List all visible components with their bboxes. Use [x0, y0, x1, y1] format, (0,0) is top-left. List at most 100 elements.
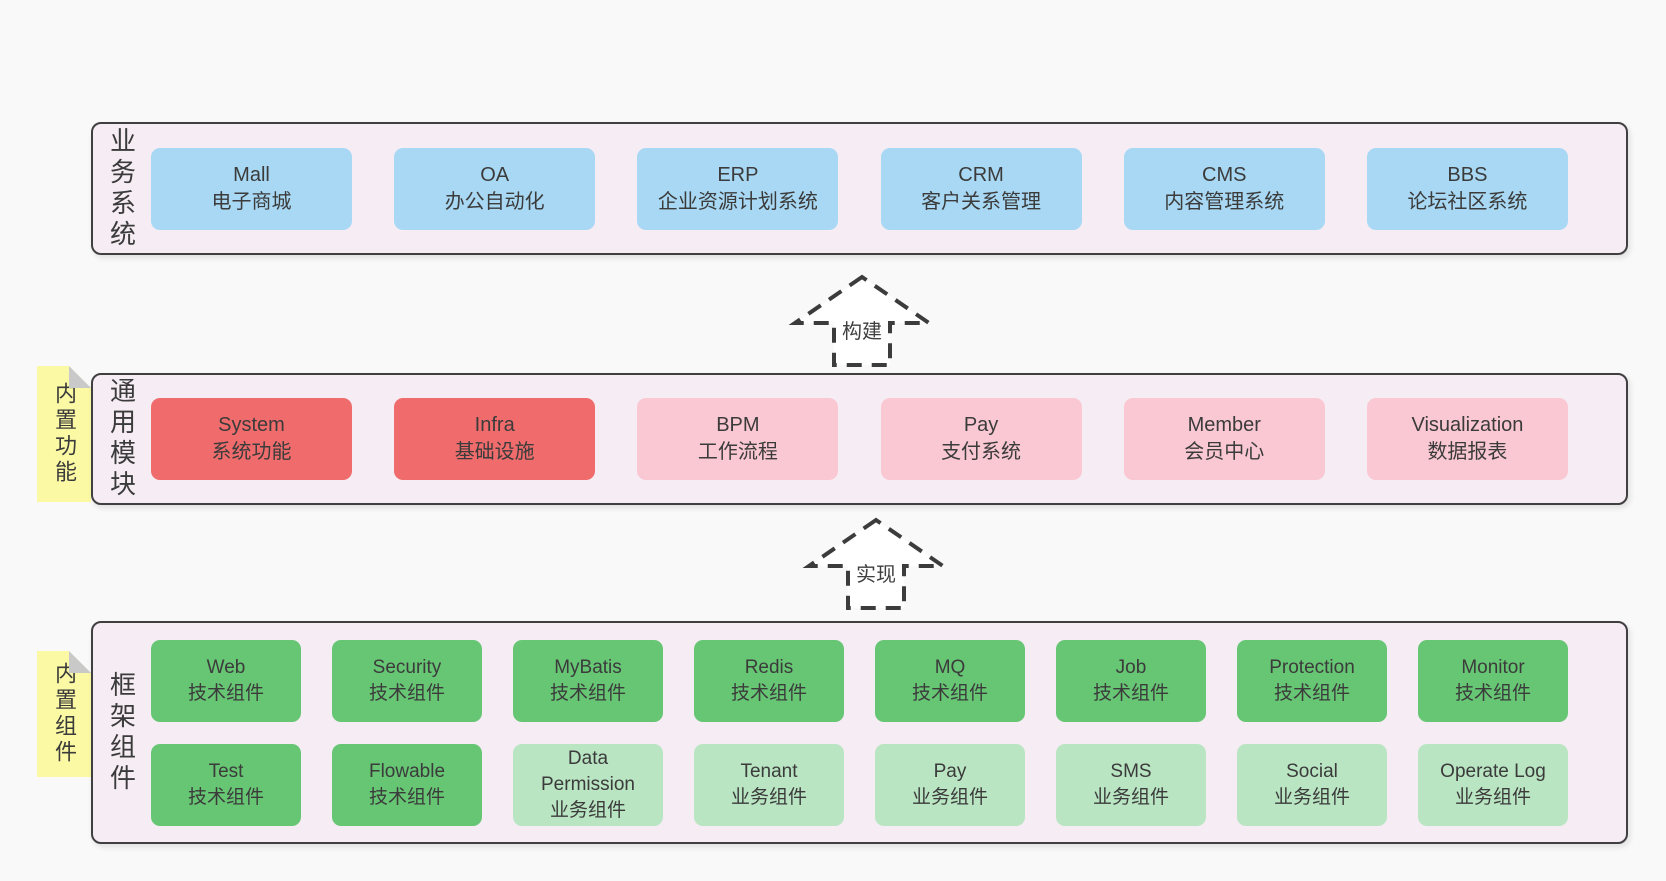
box-title: Data Permission: [541, 747, 635, 795]
box-title: Infra: [474, 414, 515, 436]
diagram-box-mq: MQ 技术组件: [875, 639, 1025, 722]
box-subtitle: 系统功能: [211, 441, 292, 463]
box-subtitle: 支付系统: [941, 441, 1022, 463]
box-subtitle: 业务组件: [730, 786, 807, 808]
box-title: Pay: [963, 414, 999, 436]
arrow-build: 构建: [787, 273, 937, 369]
section-label: 通用模块: [106, 377, 137, 501]
box-subtitle: 技术组件: [1092, 682, 1169, 704]
box-title: SMS: [1110, 760, 1152, 782]
box-title: Redis: [744, 656, 794, 678]
diagram-box-infra: Infra 基础设施: [394, 398, 596, 480]
box-subtitle: 技术组件: [911, 682, 988, 704]
box-subtitle: 业务组件: [549, 799, 626, 821]
diagram-box-operate-log: Operate Log 业务组件: [1418, 743, 1568, 826]
box-subtitle: 业务组件: [1092, 786, 1169, 808]
box-title: Visualization: [1411, 414, 1524, 436]
section-common-modules: 通用模块 System 系统功能 Infra 基础设施 BPM 工作流程 Pay 支付系统 Me…: [91, 373, 1628, 505]
box-subtitle: 办公自动化: [444, 190, 545, 213]
diagram-box-test: Test 技术组件: [151, 743, 301, 826]
section-label-wrap: 业务系统: [93, 124, 151, 253]
box-title: Social: [1286, 760, 1338, 782]
box-subtitle: 电子商城: [211, 190, 292, 213]
box-title: BPM: [716, 414, 760, 436]
folded-corner-icon: [69, 651, 91, 673]
box-subtitle: 客户关系管理: [921, 190, 1042, 213]
box-title: Test: [208, 760, 244, 782]
diagram-box-web: Web 技术组件: [151, 639, 301, 722]
diagram-box-visualization: Visualization 数据报表: [1366, 398, 1568, 480]
diagram-box-sms: SMS 业务组件: [1056, 743, 1206, 826]
box-title: MQ: [934, 656, 966, 678]
arrow-label: 构建: [840, 315, 884, 344]
arrow-label: 实现: [854, 558, 898, 587]
box-title: BBS: [1447, 163, 1488, 186]
diagram-box-mall: Mall 电子商城: [151, 147, 352, 230]
diagram-box-data-permission: Data Permission 业务组件: [513, 743, 663, 826]
diagram-box-bpm: BPM 工作流程: [637, 398, 839, 480]
box-title: Monitor: [1461, 656, 1525, 678]
box-title: Web: [206, 656, 246, 678]
box-title: CMS: [1202, 163, 1247, 186]
box-title: Flowable: [368, 760, 446, 782]
diagram-box-cms: CMS 内容管理系统: [1123, 147, 1325, 230]
box-subtitle: 技术组件: [187, 786, 264, 808]
sticky-tag-builtin-components: 内置组件: [37, 651, 91, 777]
box-subtitle: 企业资源计划系统: [657, 190, 818, 213]
diagram-box-monitor: Monitor 技术组件: [1418, 639, 1568, 722]
box-title: ERP: [717, 163, 759, 186]
box-subtitle: 技术组件: [549, 682, 626, 704]
box-subtitle: 内容管理系统: [1164, 190, 1285, 213]
arrow-implement: 实现: [801, 516, 951, 612]
box-subtitle: 数据报表: [1427, 441, 1508, 463]
sticky-tag-label: 内置功能: [52, 382, 77, 486]
box-title: Security: [372, 656, 442, 678]
diagram-box-redis: Redis 技术组件: [694, 639, 844, 722]
box-title: Job: [1115, 656, 1147, 678]
box-title: Operate Log: [1440, 760, 1546, 782]
box-subtitle: 业务组件: [1454, 786, 1531, 808]
diagram-box-pay: Pay 支付系统: [880, 398, 1082, 480]
section-label: 业务系统: [106, 126, 137, 251]
box-title: OA: [480, 163, 510, 186]
diagram-box-job: Job 技术组件: [1056, 639, 1206, 722]
box-subtitle: 会员中心: [1184, 441, 1265, 463]
diagram-box-bbs: BBS 论坛社区系统: [1366, 147, 1568, 230]
box-subtitle: 技术组件: [187, 682, 264, 704]
box-subtitle: 技术组件: [730, 682, 807, 704]
box-subtitle: 技术组件: [1273, 682, 1350, 704]
box-title: Mall: [233, 163, 270, 186]
sticky-tag-label: 内置组件: [52, 662, 77, 766]
diagram-box-system: System 系统功能: [151, 398, 352, 480]
folded-corner-icon: [69, 366, 91, 388]
section-label: 框架组件: [106, 670, 137, 795]
section-label-wrap: 框架组件: [93, 623, 151, 842]
section-label-wrap: 通用模块: [93, 375, 151, 503]
box-subtitle: 基础设施: [454, 441, 535, 463]
sticky-tag-builtin-features: 内置功能: [37, 366, 91, 502]
diagram-box-erp: ERP 企业资源计划系统: [637, 147, 839, 230]
box-subtitle: 技术组件: [1454, 682, 1531, 704]
box-subtitle: 工作流程: [697, 441, 778, 463]
box-title: System: [218, 414, 285, 436]
box-subtitle: 论坛社区系统: [1407, 190, 1528, 213]
box-title: Pay: [933, 760, 967, 782]
